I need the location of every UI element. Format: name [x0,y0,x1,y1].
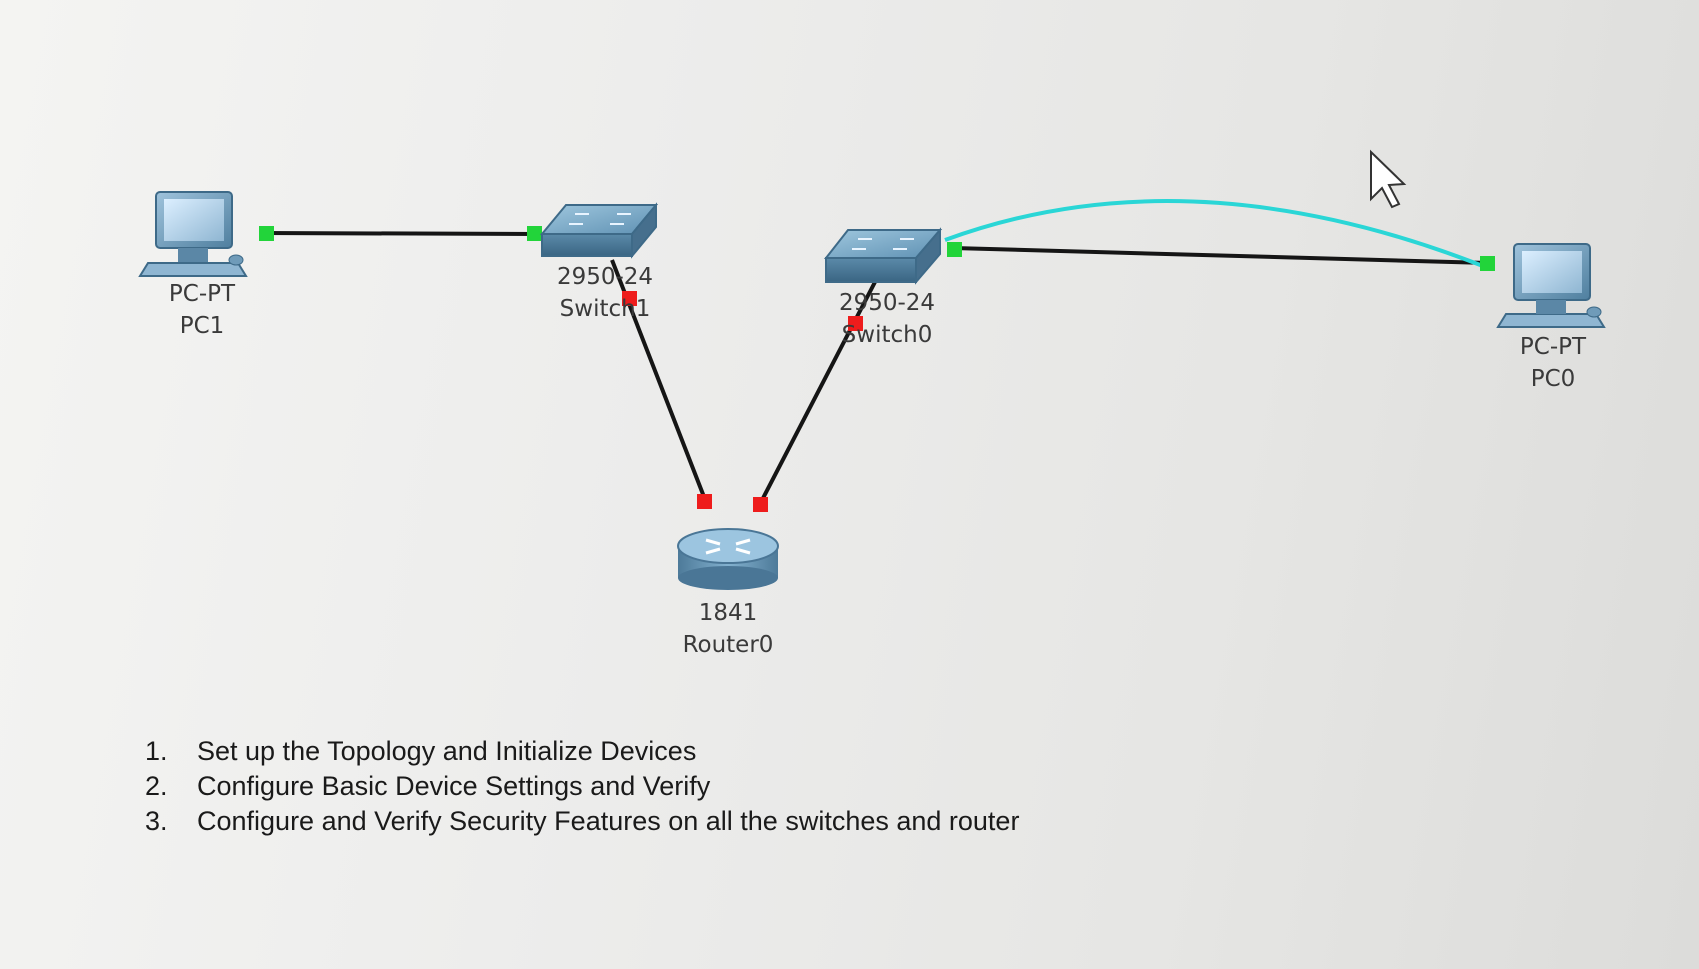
switch0-device[interactable] [823,227,943,285]
router0-model: 1841 [698,600,758,626]
pc0-label: PC-PT PC0 [1473,331,1633,395]
task-item: 2. Configure Basic Device Settings and V… [145,769,1019,804]
link-light-switch1-router [622,291,637,306]
link-light-router-switch1 [697,494,712,509]
switch-icon [823,227,943,285]
link-light-switch0-router [848,316,863,331]
link-light-switch0-pc0 [947,242,962,257]
switch0-model: 2950-24 [838,290,936,316]
router0-label: 1841 Router0 [648,597,808,661]
router-icon [677,528,779,590]
link-light-switch1-pc1 [527,226,542,241]
mouse-cursor-icon [1370,149,1407,209]
task-number: 1. [145,736,168,766]
task-list: 1. Set up the Topology and Initialize De… [145,734,1019,839]
cable-switch0-pc0[interactable] [952,246,1489,265]
task-text: Set up the Topology and Initialize Devic… [197,736,697,766]
task-item: 3. Configure and Verify Security Feature… [145,804,1019,839]
task-text: Configure and Verify Security Features o… [197,806,1020,836]
switch1-model: 2950-24 [556,264,654,290]
pc-icon [138,191,248,277]
task-number: 3. [145,806,168,836]
switch0-name: Switch0 [841,322,933,348]
link-light-pc0 [1480,256,1495,271]
cable-pc1-switch1[interactable] [261,231,537,236]
pc0-model: PC-PT [1519,334,1587,360]
link-light-router-switch0 [753,497,768,512]
pc0-name: PC0 [1530,366,1576,392]
task-number: 2. [145,771,168,801]
switch1-device[interactable] [539,202,659,259]
switch1-label: 2950-24 Switch1 [525,261,685,325]
switch-icon [539,202,659,259]
switch0-label: 2950-24 Switch0 [807,287,967,351]
router0-name: Router0 [682,632,774,658]
pc1-model: PC-PT [168,281,236,307]
pc0-device[interactable] [1496,243,1606,328]
task-text: Configure Basic Device Settings and Veri… [197,771,711,801]
router0-device[interactable] [677,528,779,590]
console-cable-switch0-pc0[interactable] [944,199,1489,270]
pc1-label: PC-PT PC1 [122,278,282,342]
pc1-name: PC1 [179,313,225,339]
task-item: 1. Set up the Topology and Initialize De… [145,734,1019,769]
switch1-name: Switch1 [559,296,651,322]
link-light-pc1 [259,226,274,241]
pc1-device[interactable] [138,191,248,277]
pc-icon [1496,243,1606,328]
